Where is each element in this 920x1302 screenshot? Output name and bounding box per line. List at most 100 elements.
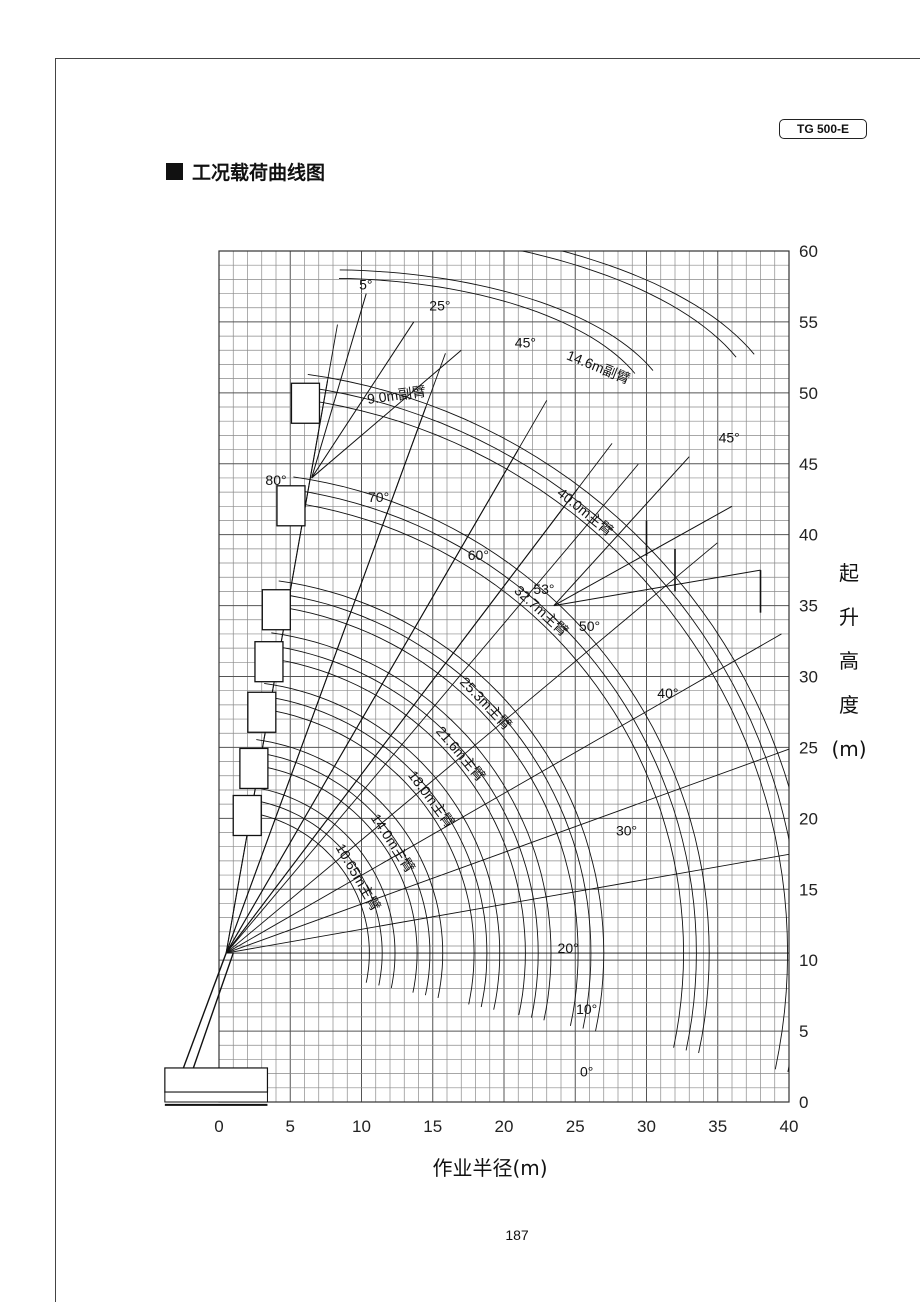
- boom-arc-4: [278, 580, 605, 1032]
- chart-grid: [218, 250, 790, 1103]
- boom-arc-3: [267, 657, 526, 1016]
- boom-arc-4: [275, 605, 579, 1026]
- jib-angle-label: 5°: [359, 276, 372, 292]
- jib-line: [311, 321, 415, 479]
- boom-arc-5: [291, 489, 697, 1051]
- y-tick-label: 10: [799, 951, 818, 970]
- boom-arc-3: [271, 632, 552, 1021]
- title-square-icon: [166, 163, 183, 180]
- chart-annotations: 0°10°20°30°40°50°53°60°70°80°5°25°45°45°…: [265, 276, 739, 1079]
- page-frame-top: [55, 58, 920, 59]
- x-tick-label: 5: [286, 1117, 295, 1136]
- y-tick-label: 40: [799, 526, 818, 545]
- jib-arc-1: [520, 251, 737, 358]
- boom-arc-1: [252, 764, 418, 993]
- boom-line: [225, 449, 519, 954]
- boom-line: [225, 406, 427, 954]
- boom-arc-2: [260, 708, 475, 1005]
- boom-arc-1: [256, 739, 444, 998]
- boom-arc-5: [293, 476, 710, 1054]
- boom-head-5: [276, 485, 306, 527]
- jib-arc-0: [339, 269, 654, 371]
- boom-angle-line: [225, 463, 639, 954]
- boom-angle-label: 60°: [468, 547, 489, 563]
- boom-angle-label: 20°: [558, 940, 579, 956]
- boom-angle-label: 0°: [580, 1063, 593, 1079]
- y-tick-label: 55: [799, 313, 818, 332]
- boom-line: [225, 488, 579, 954]
- jib-angle-label: 45°: [719, 429, 740, 445]
- boom-angle-line: [226, 853, 789, 954]
- boom-head-3: [254, 641, 284, 683]
- y-axis-label-char: 升: [839, 605, 859, 629]
- jib-arc-0: [338, 277, 636, 374]
- boom-arc-3: [269, 645, 539, 1018]
- boom-head-0: [232, 794, 262, 837]
- page-frame-left: [55, 58, 56, 1302]
- y-tick-label: 45: [799, 455, 818, 474]
- y-axis-label-char: 高: [839, 649, 859, 673]
- x-tick-label: 10: [352, 1117, 371, 1136]
- jib-angle-label: 25°: [429, 298, 450, 314]
- x-axis-label: 作业半径(m): [432, 1156, 547, 1180]
- y-tick-label: 20: [799, 809, 818, 828]
- boom-head-2: [247, 691, 277, 733]
- jib-line: [311, 293, 367, 479]
- chart-curves: [225, 251, 789, 1072]
- boom-angle-line: [225, 748, 789, 954]
- x-tick-label: 25: [566, 1117, 585, 1136]
- boom-head-6: [290, 382, 321, 424]
- y-tick-label: 30: [799, 668, 818, 687]
- y-tick-label: 35: [799, 597, 818, 616]
- y-tick-label: 25: [799, 738, 818, 757]
- y-tick-label: 60: [799, 242, 818, 261]
- y-axis-label-char: 起: [839, 561, 859, 585]
- boom-arc-0: [247, 798, 383, 986]
- plot-border: [218, 250, 790, 1103]
- jib-arc-1: [560, 251, 755, 355]
- page-number: 187: [505, 1227, 529, 1243]
- boom-angle-label: 40°: [657, 685, 678, 701]
- boom-arc-0: [249, 786, 396, 989]
- boom-head-4: [261, 589, 291, 631]
- main-boom-label: 10.65m主臂: [333, 841, 384, 914]
- boom-angle-label: 50°: [579, 618, 600, 634]
- boom-arc-6: [305, 386, 789, 1072]
- boom-angle-label: 10°: [576, 1001, 597, 1017]
- jib-angle-label: 45°: [515, 334, 536, 350]
- y-tick-label: 15: [799, 880, 818, 899]
- crane-boom-base: [182, 952, 227, 1069]
- jib-length-label: 9.0m副臂: [366, 383, 427, 407]
- boom-arc-1: [254, 751, 431, 996]
- crane-outrigger: [164, 1091, 268, 1103]
- y-axis-label-char: (m): [831, 737, 866, 761]
- section-title-text: 工况载荷曲线图: [192, 162, 326, 184]
- x-tick-label: 20: [495, 1117, 514, 1136]
- crane-boom-base: [192, 952, 234, 1069]
- section-title: 工况载荷曲线图: [166, 158, 325, 185]
- y-tick-label: 5: [799, 1022, 808, 1041]
- y-tick-label: 0: [799, 1093, 808, 1112]
- boom-arc-2: [262, 695, 488, 1008]
- jib-line: [553, 505, 733, 607]
- boom-angle-label: 30°: [616, 822, 637, 838]
- boom-angle-line: [225, 542, 718, 954]
- boom-arc-6: [304, 399, 789, 1070]
- x-tick-label: 15: [423, 1117, 442, 1136]
- jib-line: [553, 569, 761, 607]
- main-boom-label: 40.0m主臂: [554, 484, 616, 539]
- boom-arc-4: [276, 593, 592, 1029]
- boom-angle-label: 80°: [265, 472, 286, 488]
- x-tick-label: 35: [708, 1117, 727, 1136]
- jib-length-label: 14.6m副臂: [564, 347, 632, 387]
- x-tick-label: 0: [214, 1117, 223, 1136]
- x-tick-label: 30: [637, 1117, 656, 1136]
- main-boom-label: 25.3m主臂: [457, 674, 515, 733]
- y-axis-label-char: 度: [839, 693, 859, 717]
- main-boom-label: 18.0m主臂: [405, 767, 458, 830]
- boom-angle-line: [225, 633, 782, 954]
- model-tag: TG 500-E: [779, 119, 867, 139]
